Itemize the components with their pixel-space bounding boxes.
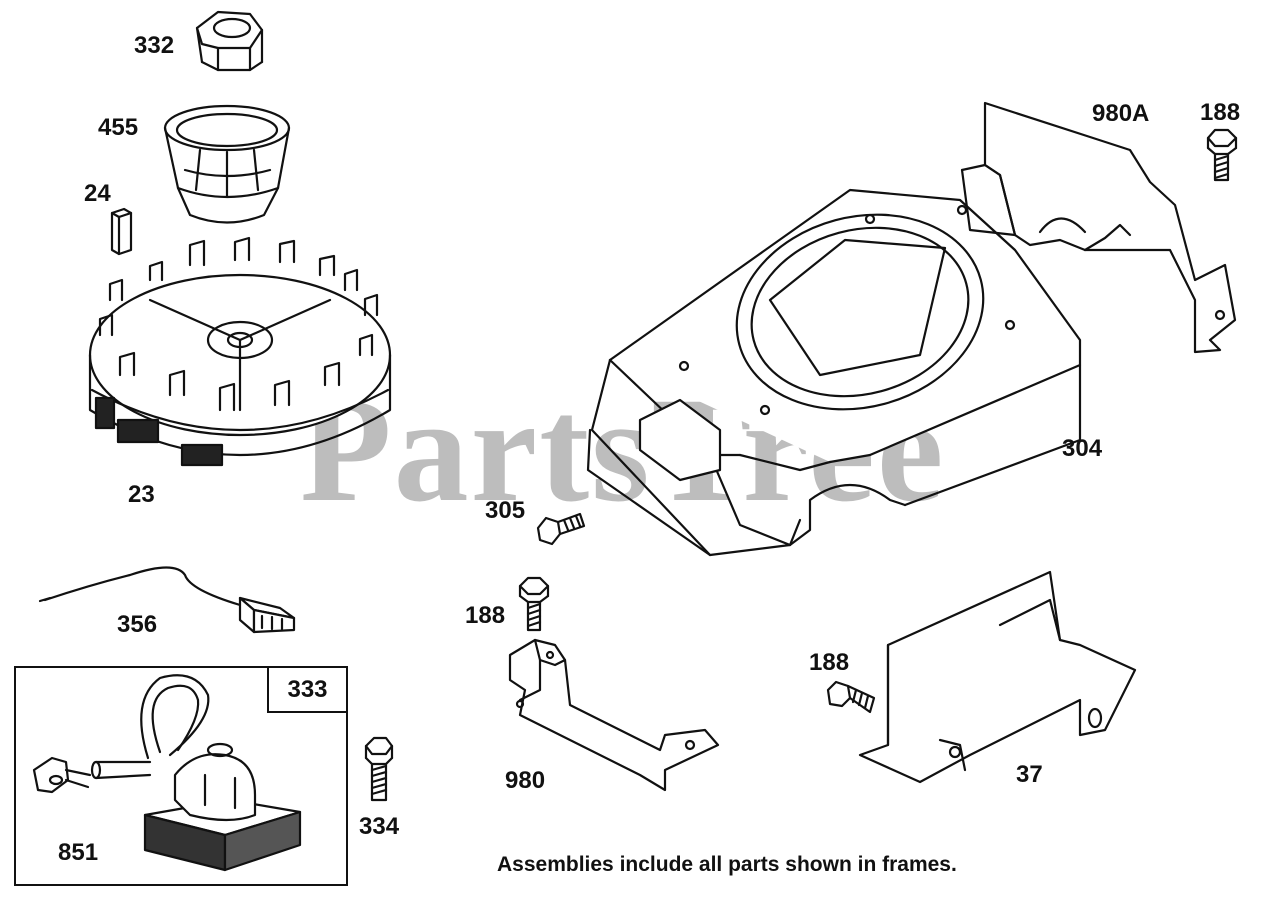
part-304-blower-housing — [586, 188, 1082, 557]
part-980-bracket — [508, 638, 720, 792]
assemblies-footnote: Assemblies include all parts shown in fr… — [497, 853, 957, 876]
part-188-bolt-lower — [826, 680, 876, 714]
part-455-screen-cup — [163, 104, 291, 224]
assembly-frame — [14, 666, 348, 886]
part-980A-baffle — [960, 101, 1237, 354]
part-356-ground-wire — [38, 566, 296, 634]
callout-332[interactable]: 332 — [134, 32, 175, 59]
callout-334[interactable]: 334 — [359, 813, 400, 840]
callout-455[interactable]: 455 — [98, 114, 139, 141]
callout-304[interactable]: 304 — [1062, 435, 1103, 462]
callout-24[interactable]: 24 — [84, 180, 111, 207]
part-334-bolt — [364, 736, 394, 802]
callout-188-middle[interactable]: 188 — [465, 602, 506, 629]
part-305-screw — [536, 512, 586, 546]
callout-37[interactable]: 37 — [1016, 761, 1043, 788]
callout-980[interactable]: 980 — [505, 767, 546, 794]
part-333-armature — [32, 674, 302, 872]
callout-356[interactable]: 356 — [117, 611, 158, 638]
callout-188-lower[interactable]: 188 — [809, 649, 850, 676]
part-24-key — [110, 207, 133, 256]
callout-305[interactable]: 305 — [485, 497, 526, 524]
callout-851[interactable]: 851 — [58, 839, 99, 866]
callout-980A[interactable]: 980A — [1092, 100, 1150, 127]
callout-188-top[interactable]: 188 — [1200, 99, 1241, 126]
part-37-air-guide — [858, 570, 1137, 784]
callout-333[interactable]: 333 — [267, 666, 348, 713]
part-23-flywheel — [88, 236, 392, 467]
part-188-bolt-top — [1206, 128, 1238, 182]
part-332-hex-nut — [195, 10, 264, 72]
callout-23[interactable]: 23 — [128, 481, 155, 508]
part-188-bolt-middle — [518, 576, 550, 632]
